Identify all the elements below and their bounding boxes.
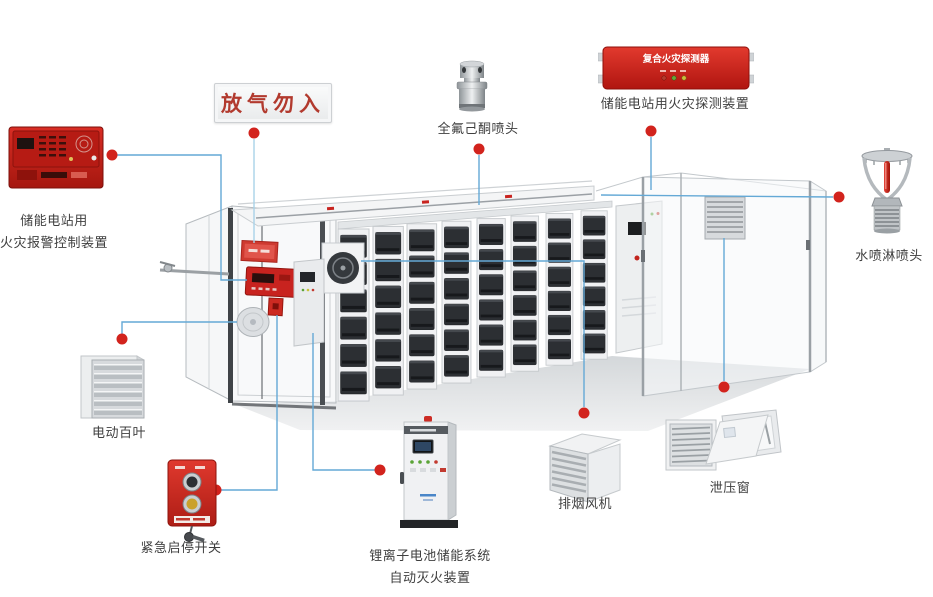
electric-louver-image — [78, 350, 150, 424]
detector-led — [681, 75, 687, 81]
exhaust-fan-image — [540, 428, 624, 506]
door-alarm-repeater-panel — [244, 266, 297, 298]
sprinkler-bulb — [884, 161, 890, 193]
detector-led — [671, 75, 677, 81]
rack-top-beam — [337, 200, 613, 230]
line-suppression — [312, 333, 375, 471]
suppression-pipe — [255, 193, 593, 219]
cabinet-handle — [400, 472, 404, 484]
label-nozzle: 全氟己酮喷头 — [437, 122, 519, 137]
pressure-relief-window-image — [664, 404, 786, 476]
emergency-switch-image — [163, 458, 221, 544]
connector-dot — [833, 191, 845, 203]
fire-detector-image: 复合火灾探测器 — [598, 45, 754, 91]
label-fire-alarm-panel: 储能电站用 火灾报警控制装置 — [0, 214, 109, 252]
pipe-nozzle-mark — [326, 206, 335, 211]
door-hinge-rail — [228, 208, 233, 403]
label-emergency-switch: 紧急启停开关 — [140, 541, 222, 556]
door-manual-call-point — [267, 297, 284, 317]
label-sprinkler: 水喷淋喷头 — [855, 249, 923, 264]
suppression-cabinet-image — [398, 416, 460, 528]
connector-dot — [473, 143, 485, 155]
connector-dot — [106, 149, 118, 161]
nozzle-image — [450, 60, 494, 116]
connector-dot — [374, 464, 386, 476]
connector-dots — [106, 125, 845, 496]
gas-release-sign-text: 放气勿入 — [221, 92, 325, 116]
label-electric-louver: 电动百叶 — [91, 426, 147, 441]
connector-dot — [578, 407, 590, 419]
line-alarm-panel — [117, 154, 247, 281]
label-suppression-system: 锂离子电池储能系统 自动灭火装置 — [369, 549, 491, 587]
fire-alarm-control-panel-image — [8, 126, 104, 190]
line-sprinkler — [600, 194, 834, 198]
line-exhaust-fan — [361, 260, 585, 407]
door-gas-sign-box — [240, 239, 279, 263]
sprinkler-image — [854, 144, 920, 240]
detector-led — [661, 75, 667, 81]
line-louver — [121, 321, 237, 334]
connector-lines — [117, 137, 834, 491]
connector-dot — [718, 381, 730, 393]
door-vent-fan — [236, 307, 270, 337]
container-roof — [230, 180, 595, 227]
relief-flap — [705, 414, 769, 465]
pipe-nozzle-mark — [421, 200, 430, 204]
label-pressure-relief-window: 泄压窗 — [709, 481, 751, 496]
speaker-icon — [75, 135, 93, 153]
detector-device-label: 复合火灾探测器 — [642, 53, 710, 65]
connector-dot — [645, 125, 657, 137]
container-right-end — [595, 172, 827, 397]
internal-suppression-cabinet — [293, 258, 325, 347]
gas-release-warning-sign: 放气勿入 — [214, 83, 332, 123]
label-exhaust-fan: 排烟风机 — [557, 497, 613, 512]
alarm-beacon — [424, 416, 432, 422]
connector-dot — [116, 333, 128, 345]
connector-dot — [248, 127, 260, 139]
label-fire-detector: 储能电站用火灾探测装置 — [600, 97, 750, 112]
internal-fan-unit — [321, 242, 365, 294]
key-icon — [184, 525, 205, 543]
key-lock-icon — [91, 155, 97, 161]
end-wall-vent — [704, 196, 746, 240]
pipe-nozzle-mark — [504, 194, 513, 199]
line-emergency — [221, 315, 278, 491]
